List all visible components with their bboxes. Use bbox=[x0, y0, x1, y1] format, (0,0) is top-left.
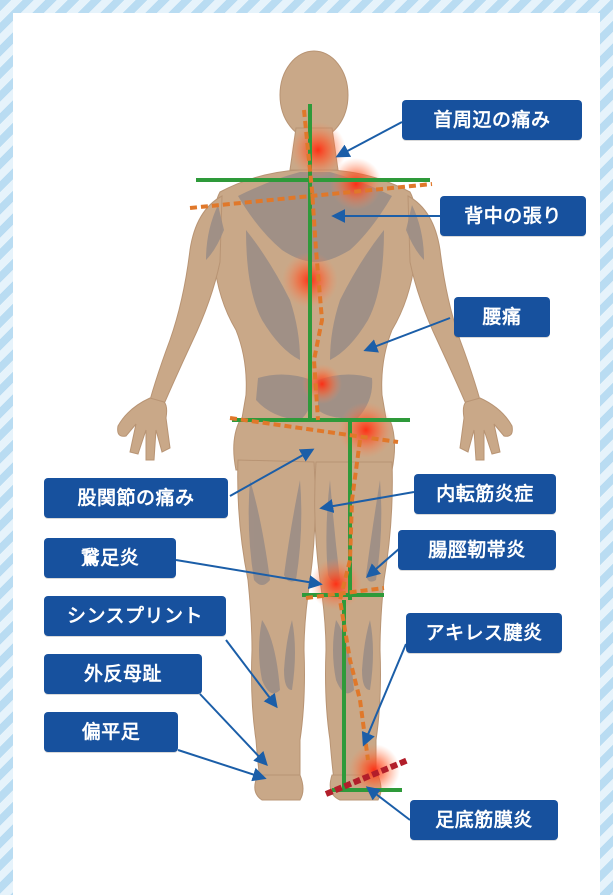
label-flat-foot: 偏平足 bbox=[44, 712, 178, 752]
arrow-flat bbox=[178, 750, 264, 778]
arrow-plantar bbox=[368, 788, 410, 820]
label-shin-splints: シンスプリント bbox=[44, 596, 226, 636]
pain-spot-shoulder bbox=[330, 158, 382, 210]
arrow-neck bbox=[338, 122, 402, 156]
label-low-back-pain: 腰痛 bbox=[454, 297, 550, 337]
label-neck-pain: 首周辺の痛み bbox=[402, 100, 582, 140]
label-achilles-tendinitis: アキレス腱炎 bbox=[406, 613, 562, 653]
label-hip-pain: 股関節の痛み bbox=[44, 478, 228, 518]
label-pes-anserinus: 鵞足炎 bbox=[44, 538, 176, 578]
label-back-tension: 背中の張り bbox=[440, 196, 586, 236]
label-itband-syndrome: 腸脛靭帯炎 bbox=[398, 530, 556, 570]
label-adductor-tendinitis: 内転筋炎症 bbox=[414, 474, 556, 514]
pain-spot-hip bbox=[338, 402, 394, 458]
label-plantar-fasciitis: 足底筋膜炎 bbox=[410, 800, 558, 840]
label-hallux-valgus: 外反母趾 bbox=[44, 654, 202, 694]
